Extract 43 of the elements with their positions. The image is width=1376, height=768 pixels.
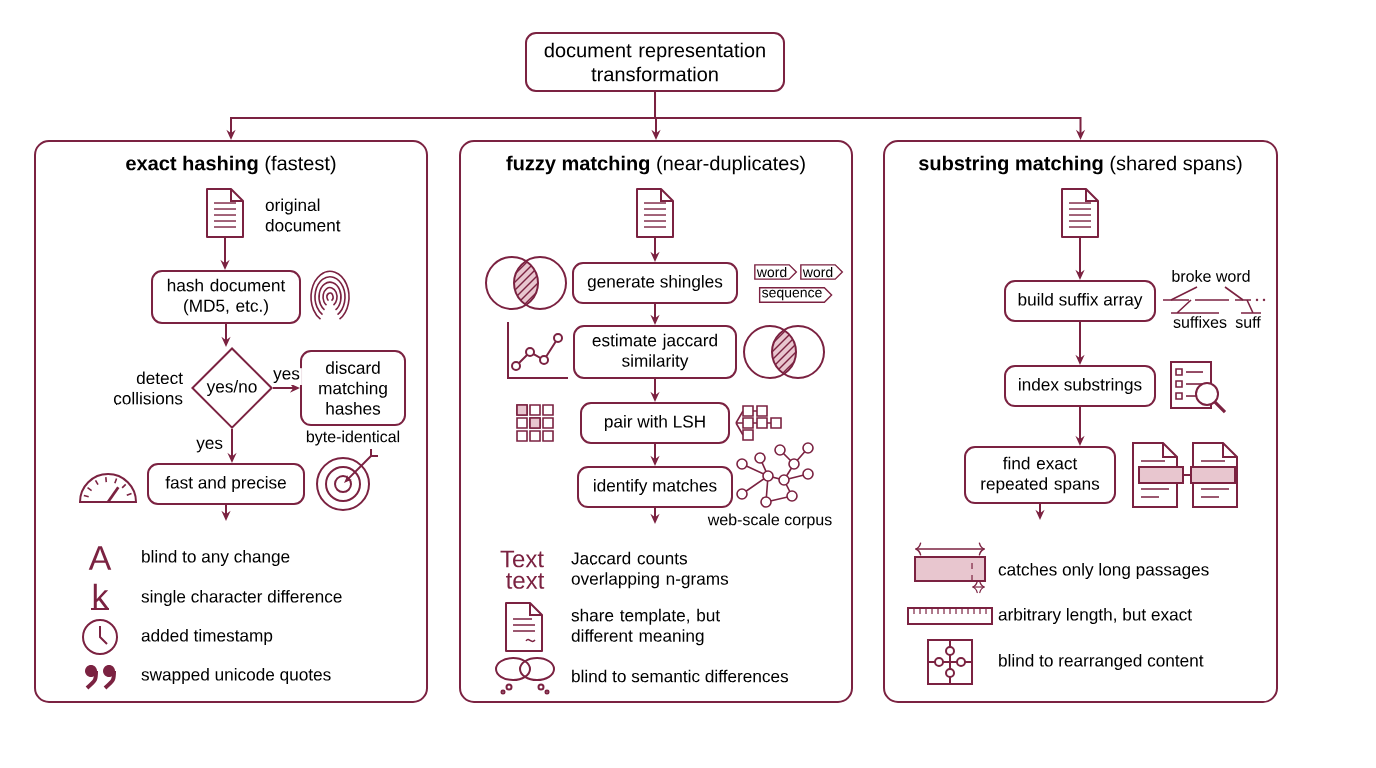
edge-label: yes — [194, 437, 225, 455]
annotation: broke word — [1172, 270, 1250, 282]
list-item: catches only long passages — [998, 563, 1209, 580]
list-item: blind to rearranged content — [999, 654, 1204, 671]
letter-glyph: A — [88, 546, 112, 570]
process-box: pair with LSH — [580, 402, 730, 444]
document-icon — [206, 188, 244, 238]
letter-glyph: Text — [500, 550, 544, 568]
document-icon — [636, 188, 674, 238]
list-item: added timestamp — [141, 629, 273, 646]
annotation: original document — [265, 198, 341, 232]
process-box: fast and precise — [147, 463, 305, 505]
document-icon — [1061, 188, 1099, 238]
annotation: suffixes — [1173, 316, 1227, 328]
panel-title: substring matching (shared spans) — [918, 155, 1242, 175]
panel-title: fuzzy matching (near-duplicates) — [506, 155, 805, 175]
list-item: single character difference — [141, 590, 342, 607]
process-box: estimate jaccard similarity — [573, 325, 737, 379]
process-box: document representation transformation — [525, 32, 785, 92]
annotation: byte-identical — [306, 430, 400, 446]
process-box: generate shingles — [572, 262, 738, 304]
process-box: find exact repeated spans — [964, 446, 1116, 504]
list-item: blind to semantic differences — [572, 669, 788, 683]
word-tag: word — [800, 264, 844, 280]
word-tag: word — [754, 264, 798, 280]
edge-label: yes — [271, 368, 302, 385]
process-box: identify matches — [577, 466, 733, 508]
panel-title: exact hashing (fastest) — [126, 155, 336, 175]
process-box: build suffix array — [1004, 280, 1156, 322]
list-item: swapped unicode quotes — [141, 668, 331, 685]
process-box: discard matching hashes — [300, 350, 406, 426]
list-item: Jaccard counts overlapping n-grams — [571, 551, 729, 589]
process-box: hash document (MD5, etc.) — [151, 270, 301, 324]
word-tag: sequence — [758, 287, 833, 303]
list-item: blind to any change — [142, 550, 290, 567]
letter-glyph: k — [90, 583, 110, 610]
annotation: web-scale corpus — [707, 513, 832, 529]
list-item: arbitrary length, but exact — [998, 608, 1192, 625]
annotation: suff — [1235, 316, 1261, 328]
annotation: detect collisions — [113, 371, 183, 405]
process-box: index substrings — [1004, 365, 1156, 407]
letter-glyph: text — [506, 573, 545, 589]
list-item: share template, but different meaning — [571, 608, 720, 646]
